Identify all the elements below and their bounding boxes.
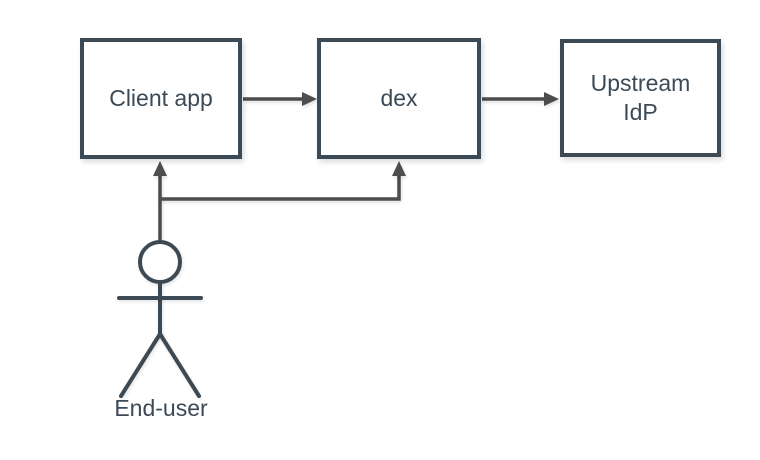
edge-end-user-to-dex <box>160 161 406 201</box>
end-user-label: End-user <box>114 395 208 421</box>
edge-end-user-to-client-app <box>153 161 167 242</box>
node-dex: dex <box>317 38 481 159</box>
node-dex-label: dex <box>380 85 418 111</box>
node-client-app-label: Client app <box>109 85 213 111</box>
node-client-app: Client app <box>80 38 242 159</box>
edge-client-app-to-dex <box>243 92 317 106</box>
edge-dex-to-upstream-idp <box>482 92 559 106</box>
end-user-actor-icon <box>117 240 203 398</box>
node-upstream-idp: Upstream IdP <box>560 39 721 157</box>
node-upstream-idp-label: Upstream IdP <box>590 70 697 125</box>
